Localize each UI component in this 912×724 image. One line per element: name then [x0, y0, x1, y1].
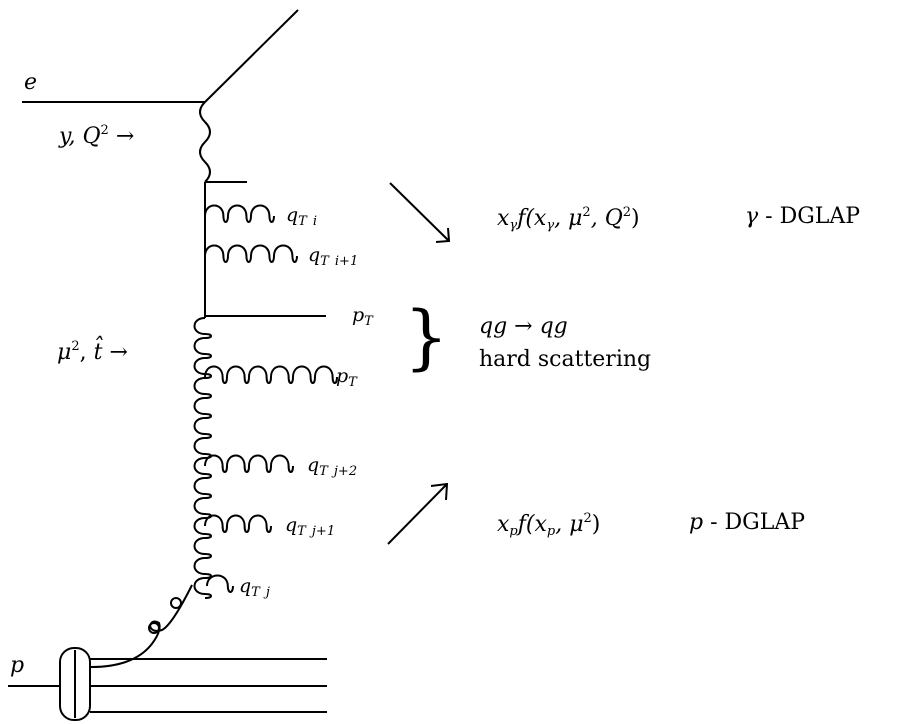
proton-dglap-arrow — [387, 483, 448, 545]
photon-dglap-arrow — [389, 182, 450, 242]
photon-dglap-label: γ - DGLAP — [745, 204, 861, 229]
gluon-loop-2 — [148, 622, 160, 634]
electron-label: e — [24, 70, 38, 95]
proton-label: p — [10, 653, 25, 678]
photon-dglap-arrowhead — [435, 227, 451, 243]
qT-j2-label: qT j+2 — [307, 454, 358, 479]
qT-i1-label: qT i+1 — [308, 244, 359, 269]
photon-variables-label: y, Q2 → — [59, 123, 135, 149]
gluon-emission-qTj — [206, 574, 234, 593]
proton-dglap-label: p - DGLAP — [689, 510, 806, 535]
photon-propagator — [199, 101, 211, 183]
proton-pdf-label: xpf(xp, μ2) — [497, 511, 601, 539]
gluon-ladder — [193, 317, 212, 599]
photon-pdf-label: xγf(xγ, μ2, Q2) — [497, 205, 640, 233]
gluon-variables-label: μ2, t̂ → — [57, 339, 128, 365]
proton-dglap-arrowhead — [430, 482, 449, 501]
gluon-emission-qTi1 — [204, 244, 298, 263]
hard-scattering-label: hard scattering — [479, 347, 652, 372]
gluon-emission-qTj1 — [204, 514, 272, 533]
qT-j1-label: qT j+1 — [285, 514, 336, 539]
gluon-emission-pT — [204, 365, 338, 384]
pT-bottom-label: pT — [336, 365, 357, 390]
electron-outgoing-line — [204, 9, 299, 103]
qT-i-label: qT i — [286, 204, 318, 229]
gluon-loop-1 — [170, 597, 182, 609]
gluon-to-proton — [90, 584, 193, 668]
hard-scattering-brace: } — [404, 296, 449, 378]
process-label: qg → qg — [479, 314, 568, 339]
pT-top-label: pT — [352, 304, 373, 329]
gluon-emission-qTi — [204, 204, 275, 223]
qT-j-label: qT j — [239, 575, 270, 600]
gluon-emission-qTj2 — [204, 454, 294, 473]
